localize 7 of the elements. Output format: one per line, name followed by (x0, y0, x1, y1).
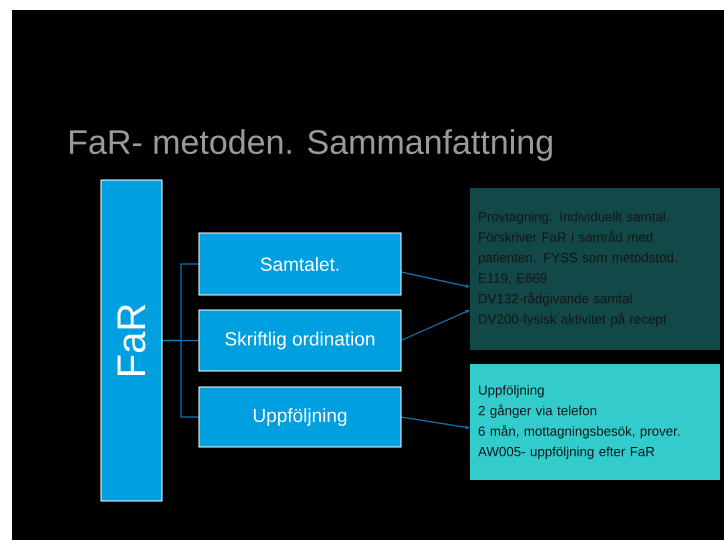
connector-line (162, 340, 199, 418)
title: FaR- metoden. Sammanfattning (70, 129, 552, 161)
process-box: Skriftlig ordination (198, 310, 402, 372)
note-box: Uppföljning 2 gånger via telefon 6 mån, mottagningsbesök, prover. AW005- uppföljning efter FaR (470, 364, 720, 480)
process-box: Samtalet. (198, 232, 402, 296)
vertical-bar: FaR (100, 180, 162, 502)
process-box: Uppföljning (198, 386, 402, 448)
